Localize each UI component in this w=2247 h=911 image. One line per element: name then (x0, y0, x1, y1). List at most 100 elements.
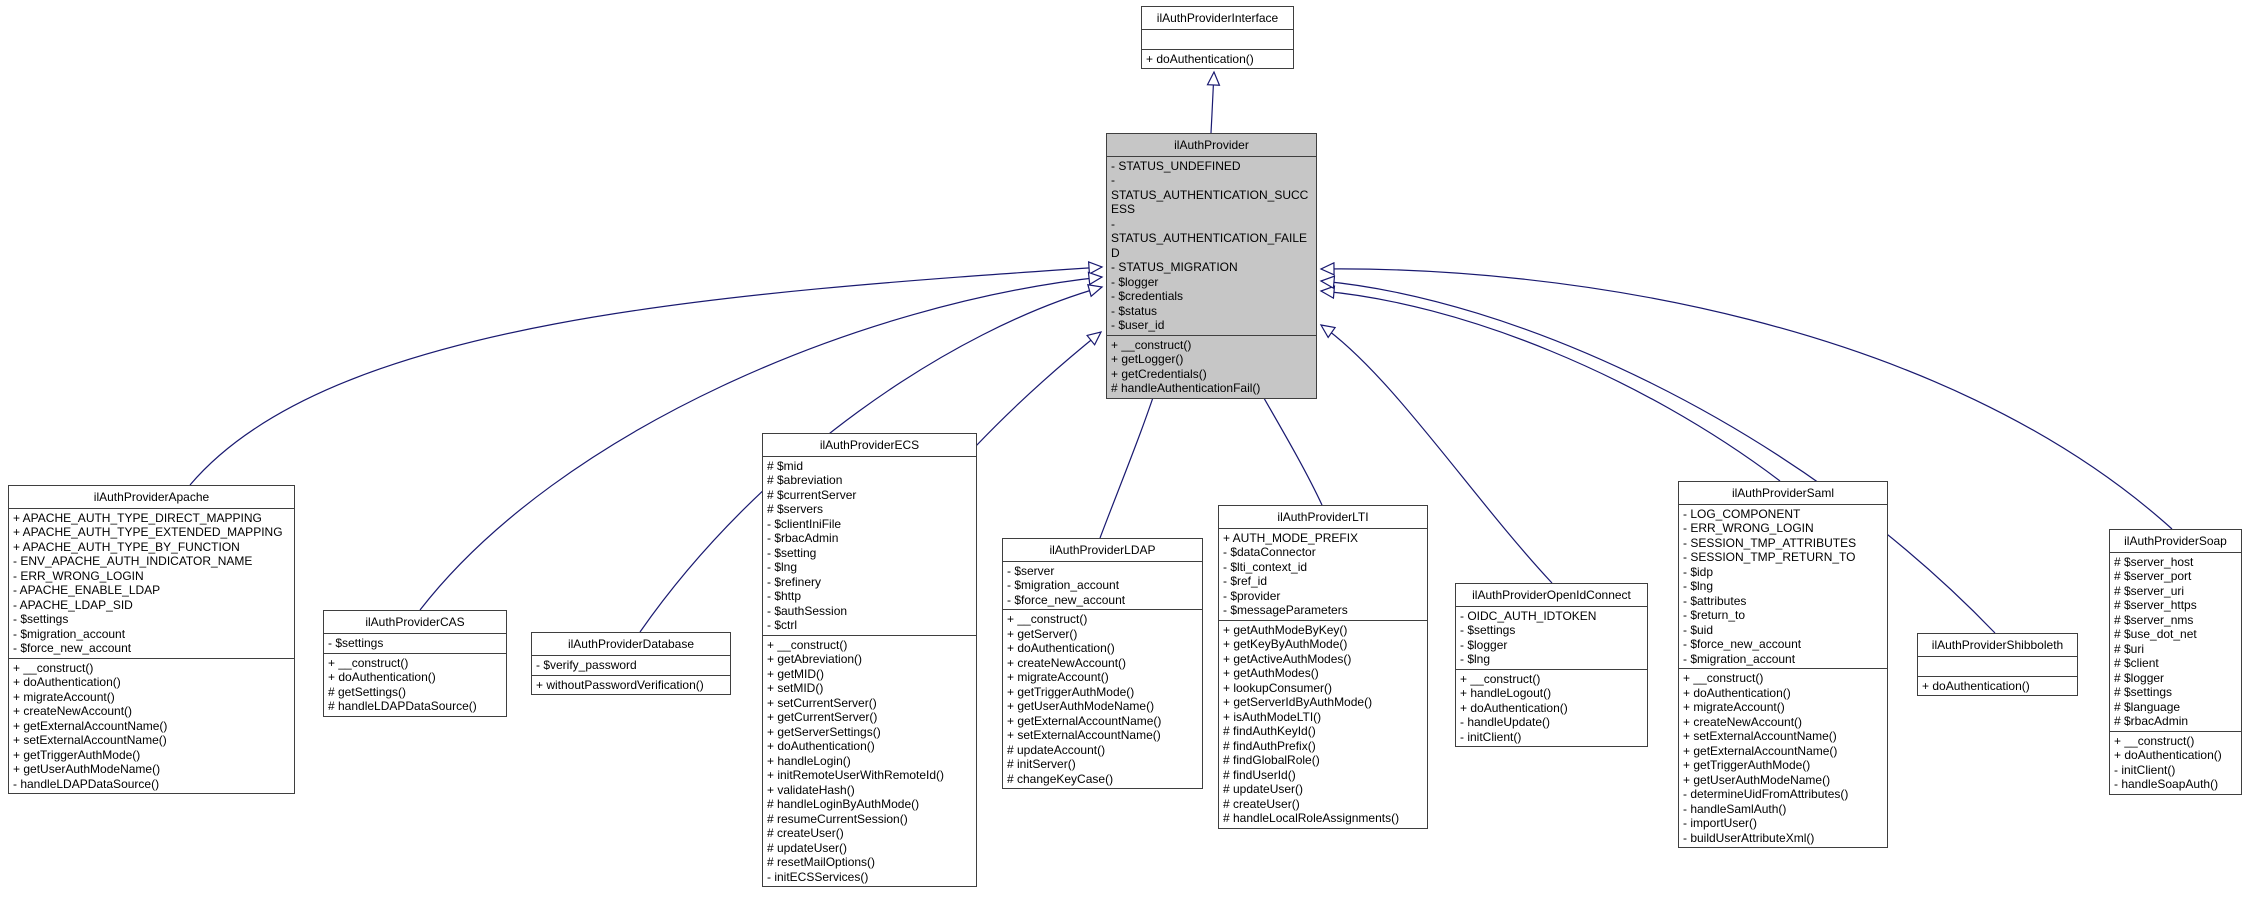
class-attribute: - $settings (328, 635, 384, 650)
class-method: - initClient() (2114, 762, 2176, 777)
class-attribute: - $settings (13, 612, 69, 626)
class-attribute: # $logger (2114, 670, 2165, 685)
class-method: # initServer() (1007, 757, 1076, 771)
inheritance-edge-ilAuthProviderECS (974, 331, 1103, 448)
class-attribute: # $use_dot_net (2114, 627, 2197, 641)
class-method: + __construct() (13, 660, 94, 675)
class-attribute: - $attributes (1683, 593, 1747, 608)
class-attribute: - $lng (1460, 652, 1491, 666)
class-title: ilAuthProviderShibboleth (1918, 634, 2077, 657)
class-method: + getExternalAccountName() (1007, 713, 1162, 728)
class-method: # resumeCurrentSession() (767, 811, 908, 826)
class-attribute: - $lng (767, 560, 798, 574)
class-method: + getLogger() (1111, 352, 1184, 366)
class-attribute: - ENV_APACHE_AUTH_INDICATOR_NAME (13, 554, 253, 568)
class-title: ilAuthProviderSaml (1679, 482, 1887, 505)
class-attribute: - $dataConnector (1223, 545, 1316, 559)
class-title: ilAuthProvider (1107, 134, 1316, 157)
class-attribute: - $force_new_account (13, 641, 132, 655)
class-method: + getExternalAccountName() (1683, 743, 1838, 758)
class-attribute: - $logger (1460, 637, 1508, 652)
class-node-ilAuthProviderECS[interactable]: ilAuthProviderECS # $mid# $abreviation# … (762, 433, 977, 887)
class-attribute: - $ctrl (767, 618, 797, 632)
class-method: + __construct() (328, 655, 409, 670)
class-attribute: - STATUS_AUTHENTICATION_SUCCESS (1111, 173, 1309, 216)
class-attribute: - $migration_account (1007, 578, 1120, 592)
class-method: + doAuthentication() (328, 670, 436, 684)
class-node-ilAuthProvider[interactable]: ilAuthProvider - STATUS_UNDEFINED- STATU… (1106, 133, 1317, 399)
class-method: + handleLogin() (767, 753, 851, 768)
class-node-ilAuthProviderSaml[interactable]: ilAuthProviderSaml - LOG_COMPONENT- ERR_… (1678, 481, 1888, 848)
class-title: ilAuthProviderECS (763, 434, 976, 457)
class-method: + migrateAccount() (1683, 700, 1785, 714)
class-method: + __construct() (1007, 612, 1088, 626)
class-attribute: # $settings (2114, 685, 2173, 699)
inheritance-edge-ilAuthProviderSaml (1319, 285, 1781, 482)
class-attribute: - $force_new_account (1683, 637, 1802, 651)
class-method: + getExternalAccountName() (13, 718, 168, 733)
class-attribute: - $authSession (767, 603, 848, 618)
class-method: + setMID() (767, 681, 824, 695)
class-attribute: - STATUS_AUTHENTICATION_FAILED (1111, 216, 1308, 260)
class-attribute: - $logger (1111, 274, 1159, 289)
class-node-ilAuthProviderLDAP[interactable]: ilAuthProviderLDAP - $server- $migration… (1002, 538, 1203, 789)
class-attribute: - LOG_COMPONENT (1683, 506, 1801, 521)
class-method: + setExternalAccountName() (1007, 728, 1161, 742)
class-method: - handleLDAPDataSource() (13, 776, 160, 791)
class-node-ilAuthProviderApache[interactable]: ilAuthProviderApache + APACHE_AUTH_TYPE_… (8, 485, 295, 794)
class-method: + validateHash() (767, 782, 855, 797)
class-method: + __construct() (767, 637, 848, 652)
class-method: + createNewAccount() (1683, 714, 1803, 729)
class-method: + setCurrentServer() (767, 695, 877, 710)
class-node-ilAuthProviderInterface[interactable]: ilAuthProviderInterface + doAuthenticati… (1141, 6, 1294, 69)
class-method: + getAbreviation() (767, 652, 863, 666)
class-title: ilAuthProviderDatabase (532, 633, 730, 656)
class-methods: + doAuthentication() (1918, 677, 2077, 696)
class-method: + doAuthentication() (1460, 700, 1568, 715)
class-attribute: - $settings (1460, 623, 1516, 637)
class-attribute: # $server_uri (2114, 583, 2185, 598)
class-node-ilAuthProviderOpenIdConnect[interactable]: ilAuthProviderOpenIdConnect - OIDC_AUTH_… (1455, 583, 1648, 747)
class-method: - initClient() (1460, 729, 1522, 744)
class-attribute: - $lti_context_id (1223, 559, 1308, 574)
class-attribute: - STATUS_UNDEFINED (1111, 158, 1241, 173)
class-methods: + __construct()+ getAbreviation()+ getMI… (763, 636, 976, 887)
class-method: + getKeyByAuthMode() (1223, 637, 1348, 651)
class-method: + doAuthentication() (767, 739, 875, 753)
class-method: + getTriggerAuthMode() (13, 747, 141, 762)
class-attribute: - $refinery (767, 574, 822, 589)
class-method: # findGlobalRole() (1223, 753, 1320, 767)
class-method: # findAuthKeyId() (1223, 724, 1316, 738)
class-node-ilAuthProviderSoap[interactable]: ilAuthProviderSoap # $server_host# $serv… (2109, 529, 2242, 795)
class-method: + getAuthModeByKey() (1223, 622, 1348, 637)
class-method: + getActiveAuthModes() (1223, 651, 1352, 666)
class-attributes: + AUTH_MODE_PREFIX- $dataConnector- $lti… (1219, 529, 1427, 621)
class-methods: + withoutPasswordVerification() (532, 676, 730, 695)
class-attribute: # $mid (767, 458, 804, 473)
class-attribute: - $status (1111, 303, 1158, 318)
class-methods: + __construct()+ doAuthentication()# get… (324, 654, 506, 716)
class-node-ilAuthProviderDatabase[interactable]: ilAuthProviderDatabase - $verify_passwor… (531, 632, 731, 695)
class-method: + createNewAccount() (13, 704, 133, 718)
class-attributes: - $verify_password (532, 656, 730, 676)
class-attribute: - $rbacAdmin (767, 531, 839, 545)
class-method: # findAuthPrefix() (1223, 738, 1316, 753)
class-attribute: # $client (2114, 656, 2159, 670)
class-node-ilAuthProviderLTI[interactable]: ilAuthProviderLTI + AUTH_MODE_PREFIX- $d… (1218, 505, 1428, 829)
class-node-ilAuthProviderCAS[interactable]: ilAuthProviderCAS - $settings + __constr… (323, 610, 507, 717)
class-title: ilAuthProviderLDAP (1003, 539, 1202, 562)
class-method: + doAuthentication() (1007, 641, 1115, 655)
class-attributes (1142, 30, 1293, 50)
class-method: + doAuthentication() (2114, 748, 2222, 762)
class-attributes: - $server- $migration_account- $force_ne… (1003, 562, 1202, 610)
class-attribute: - $server (1007, 563, 1055, 578)
inheritance-edge-ilAuthProvider (1206, 70, 1221, 134)
class-methods: + __construct()+ doAuthentication()+ mig… (9, 659, 294, 794)
class-method: + getServerSettings() (767, 724, 881, 739)
class-methods: + __construct()+ getServer()+ doAuthenti… (1003, 610, 1202, 788)
class-method: + createNewAccount() (1007, 655, 1127, 670)
class-node-ilAuthProviderShibboleth[interactable]: ilAuthProviderShibboleth + doAuthenticat… (1917, 633, 2078, 696)
class-methods: + doAuthentication() (1142, 50, 1293, 69)
class-attribute: # $server_https (2114, 598, 2197, 612)
class-method: # changeKeyCase() (1007, 771, 1114, 786)
